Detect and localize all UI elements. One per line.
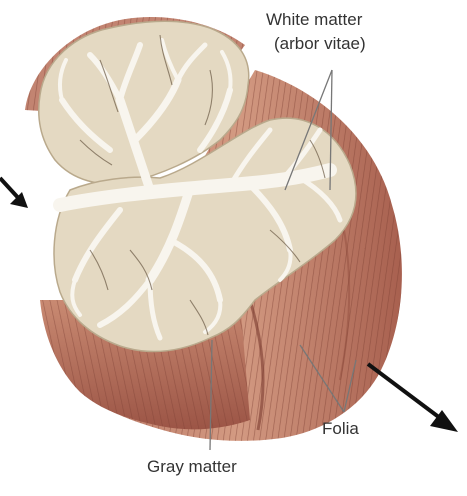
gray-matter-label: Gray matter <box>147 457 237 477</box>
folia-label: Folia <box>322 419 359 439</box>
right-arrow <box>368 364 440 418</box>
white-matter-label: White matter <box>266 10 362 30</box>
arbor-vitae-label: (arbor vitae) <box>274 34 366 54</box>
